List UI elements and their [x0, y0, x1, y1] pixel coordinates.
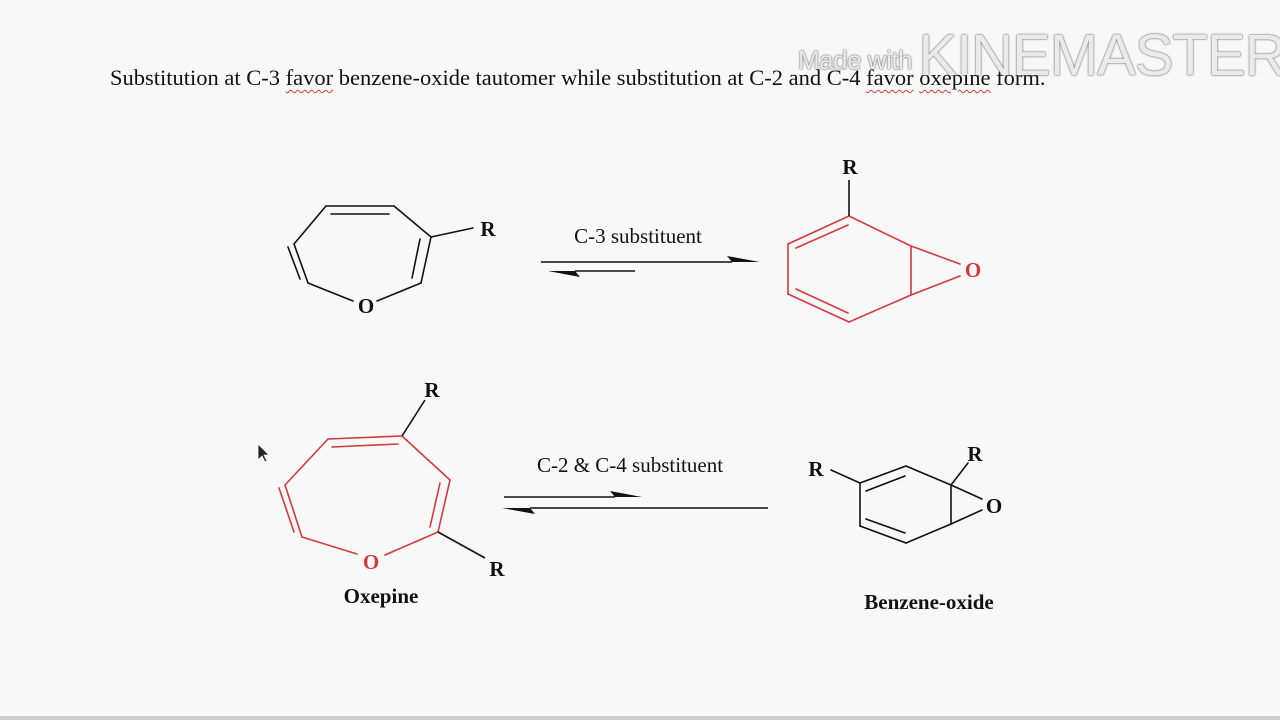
bottom-left-oxygen-label: O: [363, 550, 379, 574]
bottom-left-r-bottom-label: R: [489, 557, 505, 581]
bottom-left-r-top-label: R: [424, 378, 440, 402]
bottom-benzene-oxide-structure: [830, 462, 983, 544]
statement-part-2: benzene-oxide tautomer while substitutio…: [333, 65, 867, 90]
slide-statement: Substitution at C-3 favor benzene-oxide …: [110, 62, 1210, 93]
top-left-oxygen-label: O: [358, 294, 374, 318]
oxepine-caption: Oxepine: [344, 584, 419, 608]
top-benzene-oxide-structure: [787, 215, 961, 323]
bottom-left-r-top-bond: [401, 399, 426, 437]
top-condition-label: C-3 substituent: [574, 224, 702, 248]
watermark-brand: KINEMASTER: [918, 23, 1280, 88]
statement-word-favor-2: favor: [866, 65, 914, 90]
top-left-r-label: R: [480, 217, 496, 241]
statement-word-oxepine: oxepine: [919, 65, 991, 90]
bottom-equilibrium-arrows: [502, 491, 768, 514]
bottom-divider: [0, 716, 1280, 720]
top-equilibrium-arrows: [541, 256, 760, 277]
watermark-made-with: Made with: [798, 45, 913, 75]
statement-part-1: Substitution at C-3: [110, 65, 286, 90]
top-right-oxygen-label: O: [965, 258, 981, 282]
mouse-cursor-icon: [257, 443, 270, 463]
top-oxepine-structure: [287, 205, 474, 302]
bottom-condition-label: C-2 & C-4 substituent: [537, 453, 723, 477]
bottom-right-r-left-label: R: [808, 457, 824, 481]
top-right-r-label: R: [842, 155, 858, 179]
benzene-oxide-caption: Benzene-oxide: [864, 590, 993, 614]
bottom-oxepine-structure: [278, 435, 451, 556]
statement-part-3: form.: [990, 65, 1046, 90]
kinemaster-watermark: Made with KINEMASTER: [798, 22, 1280, 89]
statement-word-favor: favor: [285, 65, 334, 90]
bottom-right-oxygen-label: O: [986, 494, 1002, 518]
bottom-left-r-bottom-bond: [437, 531, 486, 559]
bottom-right-r-top-label: R: [967, 442, 983, 466]
